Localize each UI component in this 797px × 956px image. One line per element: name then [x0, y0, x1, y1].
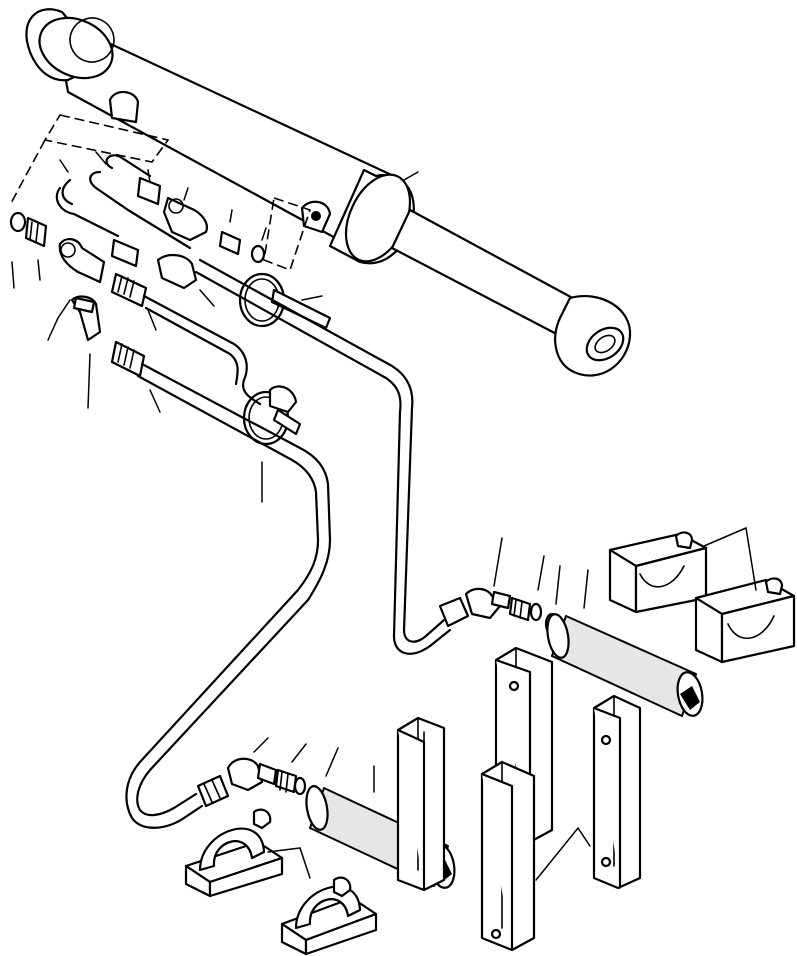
sleeve-tube-right: [546, 613, 704, 717]
hydraulic-line-upper: [142, 258, 452, 655]
clamp-pair-bottom: [184, 808, 378, 956]
fitting-cluster-bottom: [196, 757, 322, 808]
channel-bracket-tall-left: [396, 716, 446, 892]
channel-bracket-right: [592, 694, 642, 890]
clamp-bottom-upper: [184, 808, 284, 898]
dashed-callout-box-left: [9, 114, 170, 206]
leader-lines: [11, 151, 757, 881]
fitting-cluster-upper: [9, 154, 266, 378]
retaining-ring-lower: [242, 385, 302, 446]
retaining-ring-upper: [238, 272, 332, 330]
clamp-bottom-lower: [280, 876, 378, 956]
fitting-cluster-right: [438, 587, 560, 636]
clamp-pair-right: [608, 531, 796, 664]
hydraulic-line-lower: [125, 362, 332, 829]
clamp-right-lower: [694, 577, 796, 664]
channel-bracket-front: [480, 760, 536, 952]
clamp-right-upper: [608, 531, 708, 614]
channel-bracket-group: [396, 646, 642, 952]
hydraulic-cylinder: [25, 8, 632, 377]
